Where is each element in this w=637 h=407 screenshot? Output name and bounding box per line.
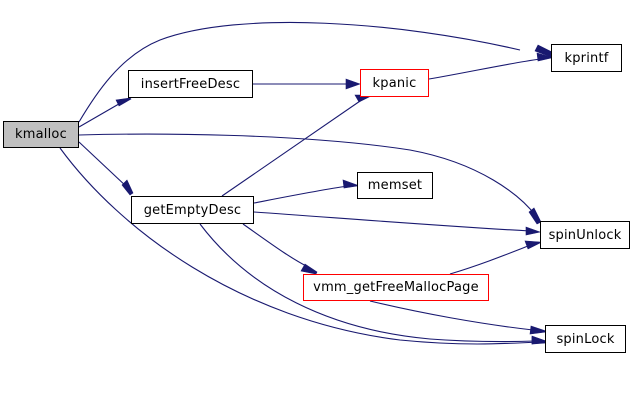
arrowhead-icon: [524, 240, 541, 250]
edge-line: [253, 185, 349, 204]
edge-kmalloc-to-spinUnlock: [78, 133, 542, 225]
edge-line: [449, 245, 529, 275]
node-label: spinLock: [556, 331, 615, 347]
edge-kmalloc-to-spinLock: [59, 147, 547, 345]
node-label: kprintf: [564, 50, 609, 66]
arrowhead-icon: [345, 78, 361, 90]
edge-line: [199, 223, 536, 343]
edge-line: [59, 147, 541, 345]
node-memset[interactable]: memset: [357, 172, 433, 199]
arrowhead-icon: [529, 325, 547, 335]
edge-kmalloc-to-getEmptyDesc: [78, 141, 134, 196]
edge-insertFreeDesc-to-kpanic: [253, 78, 361, 90]
edge-getEmptyDesc-to-vmm_getFreeMallocPage: [242, 223, 318, 275]
edge-kmalloc-to-insertFreeDesc: [78, 97, 132, 128]
arrowhead-icon: [342, 179, 358, 189]
node-label: getEmptyDesc: [143, 202, 242, 218]
node-label: insertFreeDesc: [140, 76, 241, 92]
node-kpanic[interactable]: kpanic: [360, 69, 429, 97]
edge-line: [369, 300, 534, 331]
edge-getEmptyDesc-to-spinUnlock: [253, 211, 542, 236]
node-label: kmalloc: [15, 127, 67, 142]
edge-getEmptyDesc-to-spinLock: [199, 223, 548, 345]
arrowhead-icon: [525, 226, 542, 236]
node-label: memset: [367, 178, 423, 193]
node-spinUnlock[interactable]: spinUnlock: [540, 221, 630, 249]
arrowhead-icon: [300, 263, 318, 275]
node-getEmptyDesc[interactable]: getEmptyDesc: [131, 196, 254, 224]
edge-line: [78, 100, 125, 128]
arrowhead-icon: [115, 97, 132, 107]
edge-line: [428, 58, 541, 80]
edge-line: [78, 141, 129, 189]
edge-line: [78, 133, 537, 217]
node-vmm_getFreeMallocPage[interactable]: vmm_getFreeMallocPage: [303, 274, 489, 301]
node-insertFreeDesc[interactable]: insertFreeDesc: [128, 70, 253, 98]
edge-vmm_getFreeMallocPage-to-spinUnlock: [449, 240, 541, 275]
arrowhead-icon: [121, 179, 134, 196]
node-label: kpanic: [372, 75, 417, 91]
node-label: spinUnlock: [548, 227, 622, 243]
node-label: vmm_getFreeMallocPage: [313, 280, 479, 295]
edge-line: [242, 223, 311, 269]
edge-vmm_getFreeMallocPage-to-spinLock: [369, 300, 547, 335]
node-kmalloc[interactable]: kmalloc: [3, 121, 79, 148]
edge-getEmptyDesc-to-kpanic: [221, 94, 372, 197]
arrowhead-icon: [531, 335, 548, 345]
edge-line: [221, 98, 364, 197]
arrowhead-icon: [528, 207, 542, 225]
edge-line: [253, 211, 531, 232]
edge-line: [78, 21, 521, 123]
node-spinLock[interactable]: spinLock: [545, 325, 626, 353]
edge-kpanic-to-kprintf: [428, 52, 552, 80]
edge-getEmptyDesc-to-memset: [253, 179, 358, 204]
node-kprintf[interactable]: kprintf: [551, 44, 622, 72]
